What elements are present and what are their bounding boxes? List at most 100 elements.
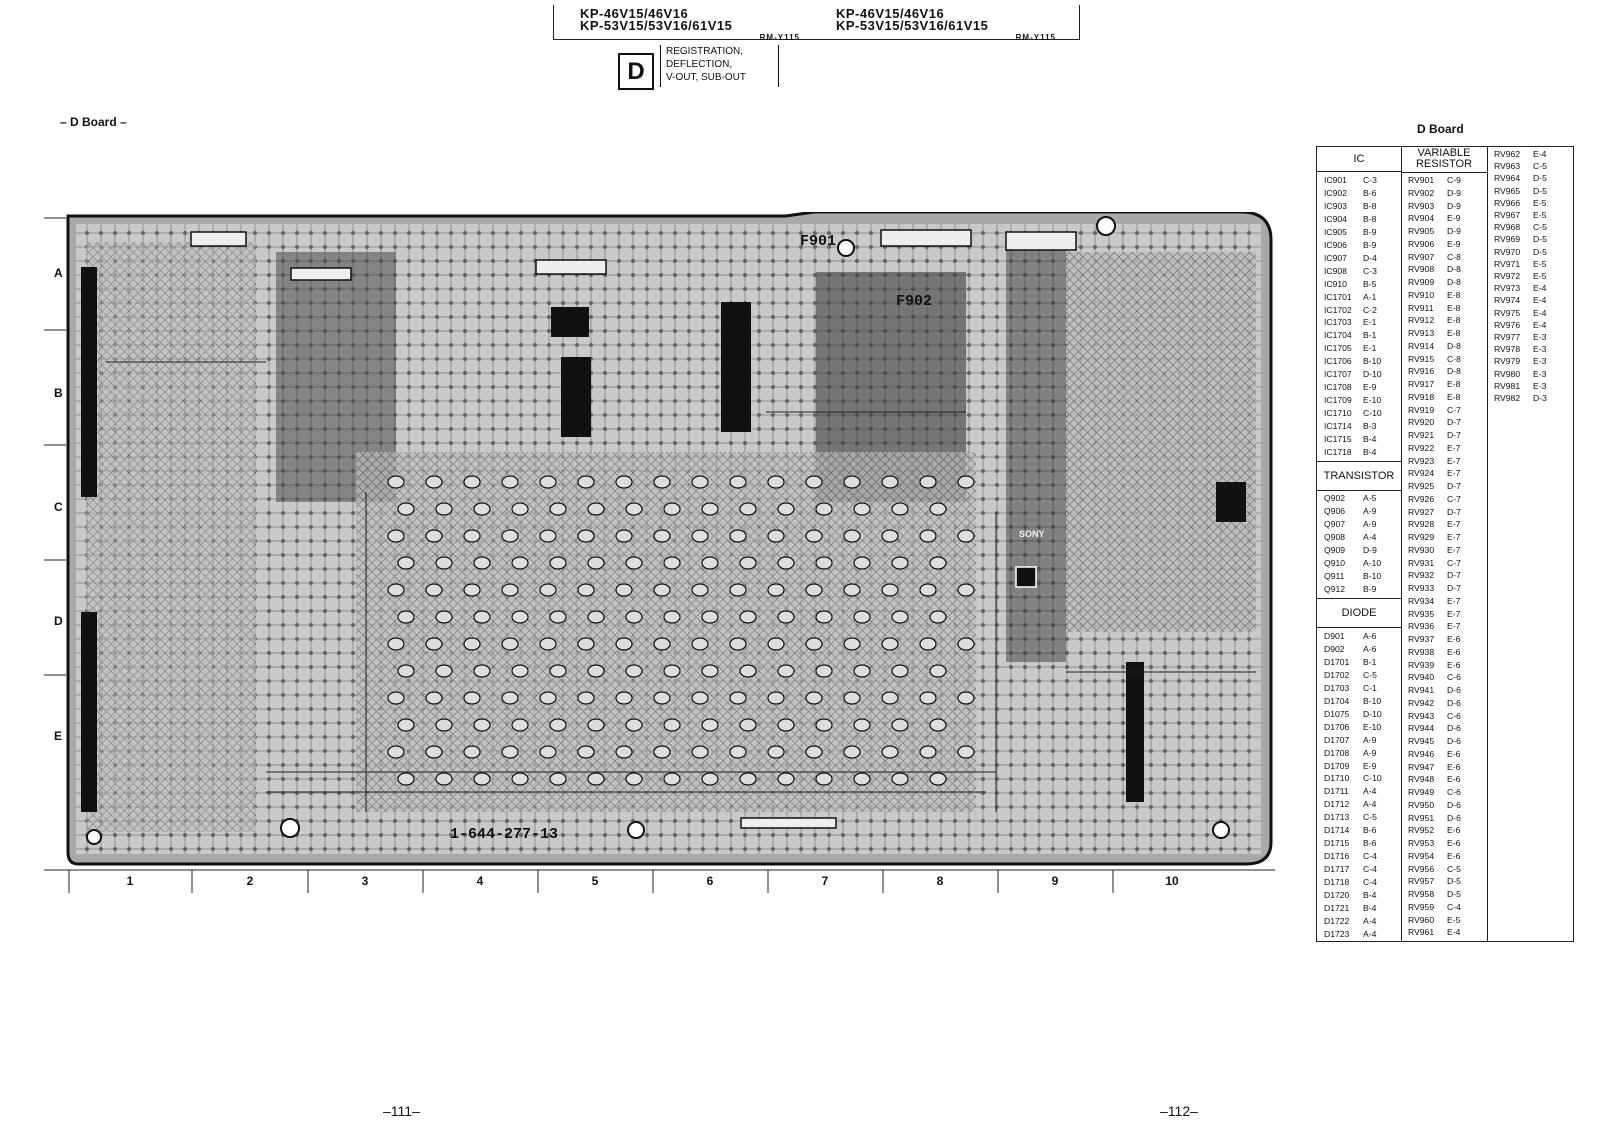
grid-location: E-8 xyxy=(1447,302,1461,313)
variable-resistor-pad xyxy=(473,718,491,732)
component-ref: RV939 xyxy=(1408,659,1435,670)
grid-location: A-6 xyxy=(1363,643,1377,654)
grid-location: C-10 xyxy=(1363,408,1382,419)
grid-location: A-4 xyxy=(1363,531,1377,542)
component-ref: D1704 xyxy=(1324,695,1350,706)
variable-resistor-pad xyxy=(929,772,947,786)
grid-location: E-8 xyxy=(1447,391,1461,402)
grid-location: E-3 xyxy=(1533,356,1547,367)
variable-resistor-pad xyxy=(549,772,567,786)
grid-location: B-3 xyxy=(1363,421,1377,432)
component-ref: RV948 xyxy=(1408,774,1435,785)
model-line: KP-53V15/53V16/61V15 xyxy=(580,18,733,33)
variable-resistor-pad xyxy=(577,691,595,705)
grid-location: D-7 xyxy=(1447,430,1461,440)
board-title-left: – D Board – xyxy=(60,115,127,129)
grid-location: C-3 xyxy=(1363,265,1377,276)
variable-resistor-pad xyxy=(767,529,785,543)
variable-resistor-pad xyxy=(805,637,823,651)
variable-resistor-pad xyxy=(473,502,491,516)
grid-location: D-8 xyxy=(1447,264,1461,275)
variable-resistor-pad xyxy=(653,745,671,759)
component-ref: RV909 xyxy=(1408,277,1435,287)
variable-resistor-pad xyxy=(891,664,909,678)
col-label: 2 xyxy=(246,874,254,888)
variable-resistor-pad xyxy=(463,691,481,705)
variable-resistor-pad xyxy=(805,691,823,705)
component-ref: RV954 xyxy=(1408,850,1435,861)
model-list-right: KP-46V15/46V16 KP-53V15/53V16/61V15 RM-Y… xyxy=(836,7,1056,42)
pcb-artwork: 1-644-277-13 F901 F902 SONY xyxy=(66,212,1273,866)
component-ref: D901 xyxy=(1324,631,1345,641)
component-ref: RV929 xyxy=(1408,532,1435,542)
component-ref: D1707 xyxy=(1324,734,1350,745)
grid-location: E-3 xyxy=(1533,332,1547,342)
variable-resistor-pad xyxy=(511,772,529,786)
remote-model: RM-Y115 xyxy=(759,33,800,42)
grid-location: E-8 xyxy=(1447,289,1461,300)
variable-resistor-pad xyxy=(701,718,719,732)
component-ref: RV959 xyxy=(1408,901,1435,912)
grid-location: A-4 xyxy=(1363,786,1377,797)
component-ref: D1720 xyxy=(1324,890,1350,900)
variable-resistor-pad xyxy=(805,745,823,759)
variable-resistor-pad xyxy=(473,610,491,624)
grid-location: D-4 xyxy=(1363,252,1377,263)
variable-resistor-pad xyxy=(425,583,443,597)
grid-location: E-7 xyxy=(1447,621,1461,632)
variable-resistor-pad xyxy=(511,502,529,516)
grid-location: C-2 xyxy=(1363,304,1377,315)
col-label: 8 xyxy=(936,874,944,888)
grid-location: E-7 xyxy=(1447,468,1461,479)
variable-resistor-pad xyxy=(463,745,481,759)
grid-location: A-10 xyxy=(1363,557,1382,568)
grid-location: E-7 xyxy=(1447,455,1461,466)
component-ref: RV957 xyxy=(1408,876,1435,887)
grid-location: D-6 xyxy=(1447,685,1461,695)
component-ref: RV917 xyxy=(1408,379,1435,389)
component-ref: RV938 xyxy=(1408,646,1435,657)
variable-resistor-pad xyxy=(805,529,823,543)
variable-resistor-pad xyxy=(435,610,453,624)
component-ref: RV977 xyxy=(1494,332,1521,342)
variable-resistor-pad xyxy=(919,583,937,597)
grid-location: C-8 xyxy=(1447,353,1461,364)
pcb-board: 1-644-277-13 F901 F902 SONY xyxy=(66,212,1276,874)
grid-location: C-6 xyxy=(1447,710,1461,721)
component-ref: RV947 xyxy=(1408,761,1435,772)
variable-resistor-pad xyxy=(919,691,937,705)
grid-location: C-5 xyxy=(1533,222,1547,233)
grid-location: A-4 xyxy=(1363,799,1377,810)
variable-resistor-pad xyxy=(615,745,633,759)
grid-location: D-5 xyxy=(1533,173,1547,184)
col-label: 10 xyxy=(1165,874,1179,888)
variable-resistor-pad xyxy=(539,691,557,705)
component-ref: RV956 xyxy=(1408,863,1435,874)
variable-resistor-pad xyxy=(729,637,747,651)
component-ref: RV901 xyxy=(1408,175,1435,185)
grid-location: B-6 xyxy=(1363,838,1377,849)
